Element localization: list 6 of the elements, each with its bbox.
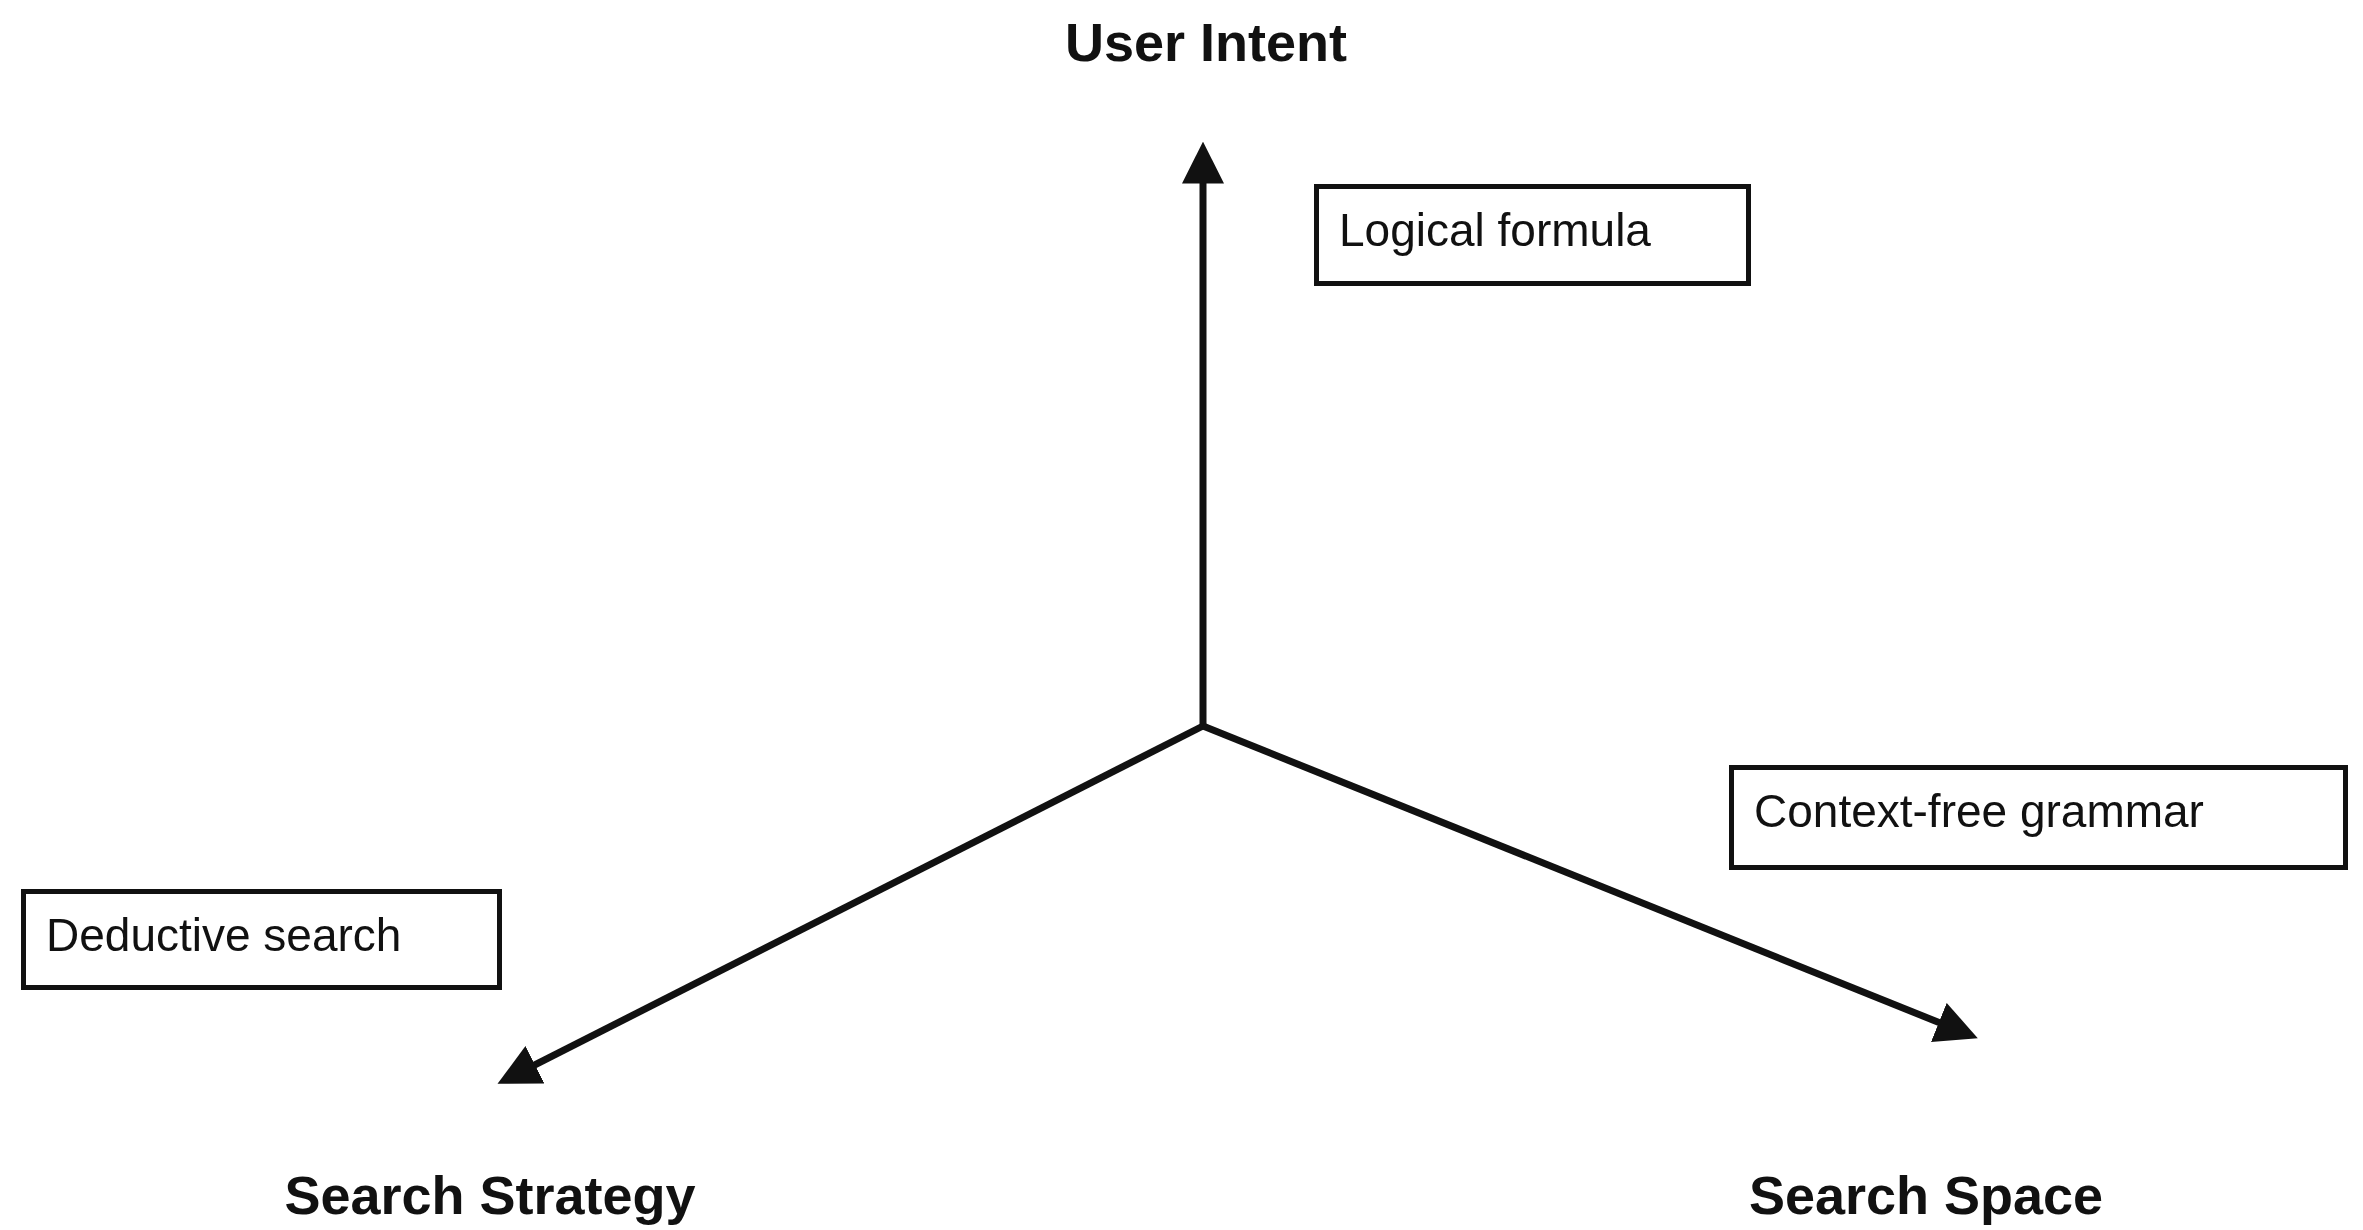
text-box: Context-free grammar	[1729, 765, 2348, 870]
text-box: Logical formula	[1314, 184, 1751, 286]
axis-title: Search Strategy	[284, 1164, 696, 1226]
axis-title: User Intent	[1064, 11, 1348, 73]
axis-title: Search Space	[1748, 1164, 2104, 1226]
text-box: Deductive search	[21, 889, 502, 990]
